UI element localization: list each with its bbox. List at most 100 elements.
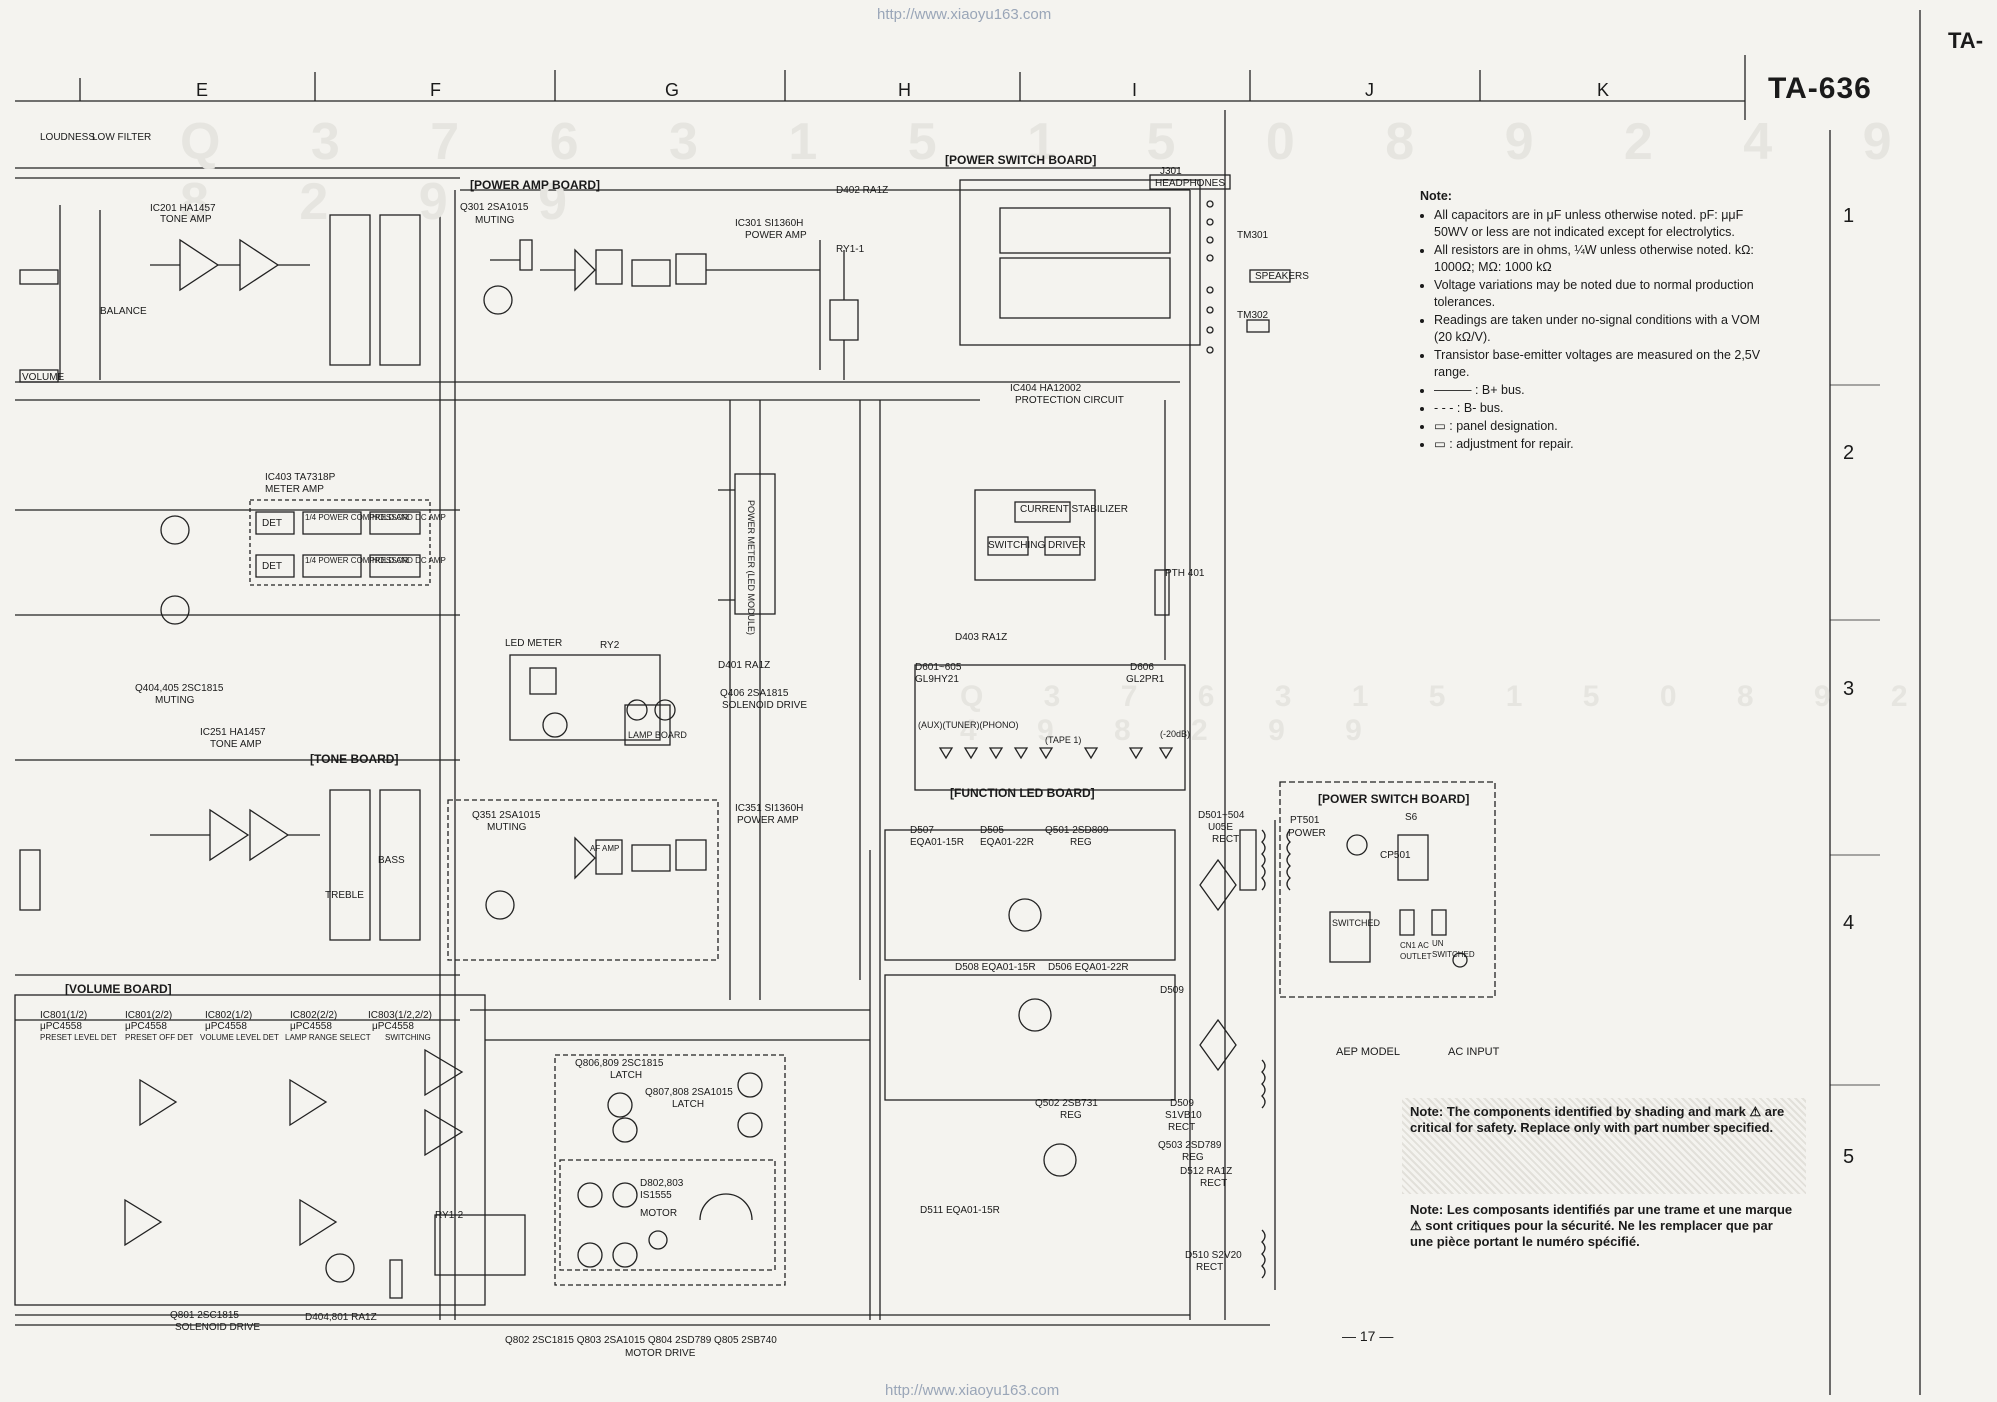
label-d507: D507 xyxy=(910,825,934,836)
label-q503: Q503 2SD789 xyxy=(1158,1140,1222,1151)
column-letter-i: I xyxy=(1132,80,1138,100)
label-power: POWER xyxy=(1288,828,1326,839)
label-d510: D510 S2V20 xyxy=(1185,1250,1242,1261)
label-d506: D506 EQA01-22R xyxy=(1048,962,1129,973)
label-q801: Q801 2SC1815 xyxy=(170,1310,239,1321)
label-j301: J301 xyxy=(1160,166,1182,177)
label-ic802-2: IC802(2/2) xyxy=(290,1010,338,1021)
note-item: Voltage variations may be noted due to n… xyxy=(1434,277,1780,311)
label-switching-block: SWITCHING xyxy=(988,540,1046,551)
label-d606: D606 xyxy=(1130,662,1154,673)
board-label-power-amp: [POWER AMP BOARD] xyxy=(470,178,600,192)
note-item: All capacitors are in μF unless otherwis… xyxy=(1434,207,1780,241)
column-letter-e: E xyxy=(196,80,209,100)
label-tape1: (TAPE 1) xyxy=(1045,735,1082,745)
label-ic201: IC201 HA1457 xyxy=(150,203,216,214)
label-rect-4: RECT xyxy=(1196,1262,1224,1273)
label-ry2: RY2 xyxy=(600,640,620,651)
label-aux-tuner-phono: (AUX)(TUNER)(PHONO) xyxy=(918,720,1019,730)
label-volume: VOLUME xyxy=(22,372,65,383)
board-label-volume: [VOLUME BOARD] xyxy=(65,982,172,996)
label-ic351: IC351 SI1360H xyxy=(735,803,804,814)
watermark-digits-mid: Q 3 7 6 3 1 5 1 5 0 8 9 2 4 9 8 2 9 9 xyxy=(960,680,1934,747)
label-pth: PTH 401 xyxy=(1165,568,1205,579)
column-letter-h: H xyxy=(898,80,911,100)
note-item: - - - : B- bus. xyxy=(1434,400,1780,417)
label-switching: SWITCHING xyxy=(385,1033,431,1042)
column-letter-j: J xyxy=(1365,80,1374,100)
label-compressor-2: 1/4 POWER COMPRESSOR xyxy=(305,556,409,565)
watermark-url-top: http://www.xiaoyu163.com xyxy=(877,6,1052,23)
label-muting-3: MUTING xyxy=(487,822,527,833)
notes-heading: Note: xyxy=(1420,189,1452,203)
label-d505: D505 xyxy=(980,825,1004,836)
aep-model-label: AEP MODEL xyxy=(1336,1046,1400,1058)
label-speakers: SPEAKERS xyxy=(1255,271,1309,282)
label-power-amp: POWER AMP xyxy=(745,230,807,241)
label-upc4558-1: μPC4558 xyxy=(40,1021,82,1032)
label-d509: D509 xyxy=(1160,985,1184,996)
label-ic301: IC301 SI1360H xyxy=(735,218,804,229)
model-title: TA-636 xyxy=(1768,72,1872,105)
label-upc4558-4: μPC4558 xyxy=(290,1021,332,1032)
label-latch-1: LATCH xyxy=(610,1070,643,1081)
label-reg-3: REG xyxy=(1182,1152,1204,1163)
corner-tag: TA- xyxy=(1948,28,1984,53)
label-tm302: TM302 xyxy=(1237,310,1269,321)
board-label-power-switch: [POWER SWITCH BOARD] xyxy=(945,153,1097,167)
notes-panel: Note: All capacitors are in μF unless ot… xyxy=(1420,188,1780,454)
label-preset-off: PRESET OFF DET xyxy=(125,1033,194,1042)
label-det-1: DET xyxy=(262,518,282,529)
label-upc4558-3: μPC4558 xyxy=(205,1021,247,1032)
label-ic801-1: IC801(1/2) xyxy=(40,1010,88,1021)
label-d402: D402 RA1Z xyxy=(836,185,889,196)
label-solenoid-drive: SOLENOID DRIVE xyxy=(175,1322,261,1333)
label-driver: DRIVER xyxy=(1048,540,1086,551)
label-low-filter: LOW FILTER xyxy=(92,132,152,143)
label-d501: D501~504 xyxy=(1198,810,1245,821)
label-hold-2: HOLD AND DC AMP xyxy=(372,556,446,565)
label-q802-q805: Q802 2SC1815 Q803 2SA1015 Q804 2SD789 Q8… xyxy=(505,1335,777,1346)
label-balance: BALANCE xyxy=(100,306,147,317)
label-d508: D508 EQA01-15R xyxy=(955,962,1036,973)
label-tone-amp-2: TONE AMP xyxy=(210,739,262,750)
label-d505-type: EQA01-22R xyxy=(980,837,1034,848)
label-switched: SWITCHED xyxy=(1332,918,1380,928)
label-current: CURRENT STABILIZER xyxy=(1020,504,1128,515)
board-label-power-switch-2: [POWER SWITCH BOARD] xyxy=(1318,792,1470,806)
label-upc4558-5: μPC4558 xyxy=(372,1021,414,1032)
row-number-1: 1 xyxy=(1843,205,1855,227)
label-s1vb10: S1VB10 xyxy=(1165,1110,1202,1121)
label-meter-amp: METER AMP xyxy=(265,484,324,495)
watermark-url-bottom: http://www.xiaoyu163.com xyxy=(885,1382,1060,1399)
label-ic403: IC403 TA7318P xyxy=(265,472,336,483)
board-label-function-led: [FUNCTION LED BOARD] xyxy=(950,786,1095,800)
label-ic803: IC803(1/2,2/2) xyxy=(368,1010,432,1021)
column-letter-k: K xyxy=(1597,80,1610,100)
label-q406: Q406 2SA1815 xyxy=(720,688,789,699)
label-compressor-1: 1/4 POWER COMPRESSOR xyxy=(305,513,409,522)
label-d404: D404,801 RA1Z xyxy=(305,1312,377,1323)
label-q502: Q502 2SB731 xyxy=(1035,1098,1098,1109)
label-motor: MOTOR xyxy=(640,1208,678,1219)
label-d507-type: EQA01-15R xyxy=(910,837,964,848)
safety-note-french: Note: Les composants identifiés par une … xyxy=(1410,1202,1793,1249)
watermark-digits-top: Q 3 7 6 3 1 5 1 5 0 8 9 2 4 9 8 2 9 9 xyxy=(180,113,1930,231)
row-number-2: 2 xyxy=(1843,442,1855,464)
label-preset-level: PRESET LEVEL DET xyxy=(40,1033,117,1042)
label-reg-2: REG xyxy=(1060,1110,1082,1121)
label-s6: S6 xyxy=(1405,812,1418,823)
label-q351: Q351 2SA1015 xyxy=(472,810,541,821)
label-rect-2: RECT xyxy=(1168,1122,1196,1133)
label-tone-amp: TONE AMP xyxy=(160,214,212,225)
label-det-2: DET xyxy=(262,561,282,572)
page-number: — 17 — xyxy=(1342,1328,1394,1344)
note-item: Readings are taken under no-signal condi… xyxy=(1434,312,1780,346)
label-solenoid: SOLENOID DRIVE xyxy=(722,700,808,711)
label-lamp-board: LAMP BOARD xyxy=(628,730,687,740)
label-bass: BASS xyxy=(378,855,405,866)
label-unswitched: UN SWITCHED xyxy=(1432,939,1475,959)
label-q806: Q806,809 2SC1815 xyxy=(575,1058,664,1069)
label-tm301: TM301 xyxy=(1237,230,1269,241)
